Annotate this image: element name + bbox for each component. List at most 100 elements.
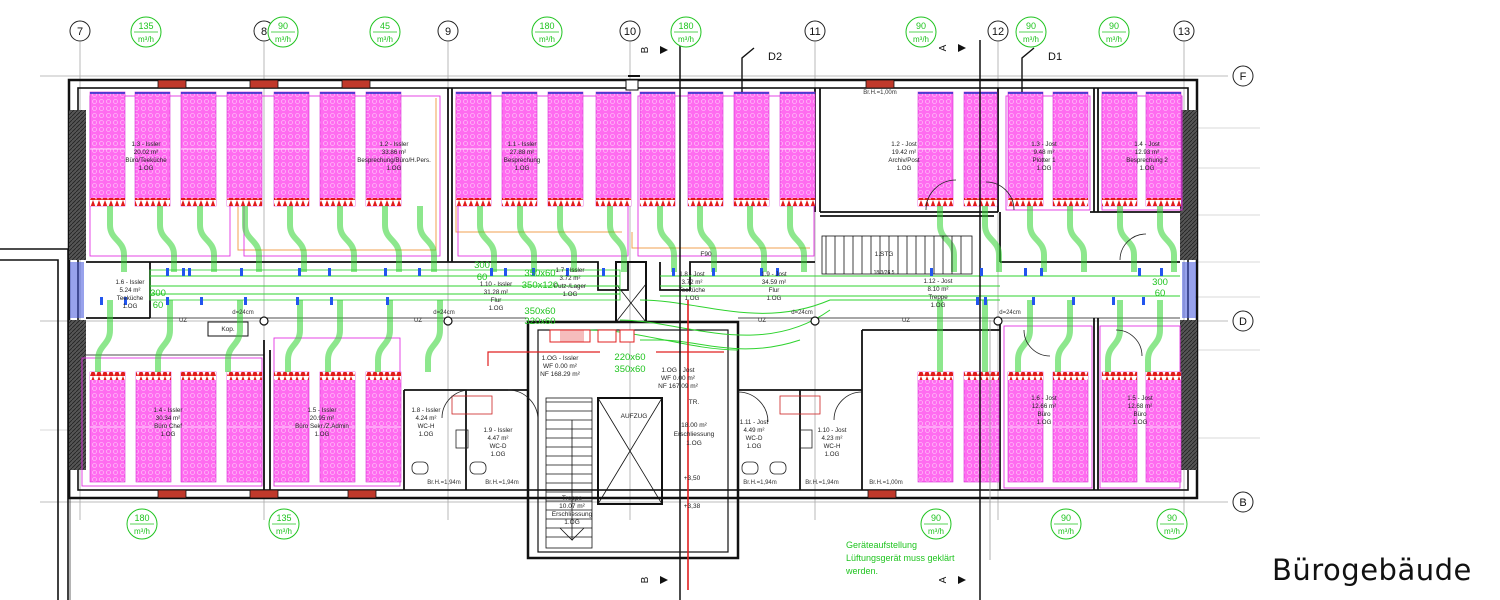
- section-arrow: [660, 46, 668, 54]
- room-stamp-line: 1.OG: [1037, 165, 1052, 172]
- duct-outlet: [930, 268, 933, 276]
- room-stamp-line: 1.9 - Jost: [761, 271, 787, 278]
- dimension-label: d=24cm: [791, 310, 813, 316]
- duct-branch-up: [287, 206, 307, 272]
- panel-manifold: [1146, 372, 1181, 380]
- sanitary-fixtures: [411, 179, 1147, 475]
- axis-bubble: [987, 20, 1009, 42]
- room-stamp-line: 34.59 m²: [762, 279, 786, 286]
- duct-outlet: [296, 297, 299, 305]
- panel-manifold: [366, 372, 401, 380]
- room-stamp-line: 1.OG: [685, 295, 700, 302]
- room-stamp-line: 9.48 m²: [1034, 149, 1055, 156]
- duct-branch-down: [95, 300, 113, 372]
- room-stamp-line: 1.OG: [1140, 165, 1155, 172]
- duct-size-label: 60: [153, 300, 164, 311]
- room-stamp-line: 4.24 m²: [416, 415, 437, 422]
- columns: [259, 316, 1003, 326]
- duct-branch-up: [517, 206, 537, 272]
- room-stamp-line: Treppe: [928, 294, 948, 301]
- duct-outlet: [1072, 297, 1075, 305]
- duct-branches: [95, 206, 1177, 372]
- room-stamp-line: Plotter 1: [1032, 157, 1056, 164]
- f90-label: F90: [700, 251, 712, 258]
- room-stamp-line: 1.7 - Issler: [556, 267, 585, 274]
- airflow-value: 90: [1109, 21, 1119, 31]
- panel-manifold: [274, 198, 309, 206]
- panel-manifold: [780, 198, 815, 206]
- duct-outlet: [504, 268, 507, 276]
- stair-top: [821, 235, 973, 275]
- section-arrow: [660, 576, 668, 584]
- axis-bubbles-right: FDB: [1232, 65, 1254, 513]
- dimension-label: d=24cm: [433, 310, 455, 316]
- stair-bottom-line: Treppe: [562, 495, 583, 502]
- panel-manifold: [502, 198, 537, 206]
- room-stamp-line: 1.1 - Issler: [508, 141, 537, 148]
- stair-top-label: 1.STG: [875, 251, 894, 258]
- duct-size-label: 300: [1152, 277, 1168, 288]
- panel-manifold: [964, 372, 999, 380]
- duct-branch-up: [107, 206, 127, 272]
- room-stamp-line: 31.28 m²: [484, 289, 508, 296]
- room-stamp-line: Büro Sekr./Z.Admin: [295, 423, 349, 430]
- axis-label: 12: [992, 26, 1004, 38]
- room-stamp-line: 1.OG: [489, 305, 504, 312]
- panel-manifold: [1146, 198, 1181, 206]
- room-stamp-line: 4.49 m²: [744, 427, 765, 434]
- duct-outlet: [240, 268, 243, 276]
- airflow-value: 90: [1167, 513, 1177, 523]
- section-letter: B: [640, 576, 651, 583]
- duct-outlet: [1032, 297, 1035, 305]
- panel-manifold: [1008, 372, 1043, 380]
- room-stamp-line: 1.3 - Jost: [1031, 141, 1057, 148]
- duct-branch-down: [155, 300, 173, 372]
- lift-room-line: Erschliessung: [674, 431, 715, 438]
- room-stamp-line: 1.OG: [1037, 419, 1052, 426]
- note-line-2: Lüftungsgerät muss geklärt: [846, 553, 955, 563]
- core-jost-line: 1.OG - Jost: [661, 367, 694, 374]
- airflow-value: 90: [1026, 21, 1036, 31]
- core-jost-line: WF 0.00 m²: [661, 375, 696, 382]
- duct-outlet: [166, 297, 169, 305]
- airflow-unit: m³/h: [276, 527, 292, 536]
- duct-outlet: [984, 297, 987, 305]
- duct-outlets: [100, 268, 1163, 305]
- room-stamp-line: 27.88 m²: [510, 149, 534, 156]
- room-stamp-line: 1.8 - Jost: [679, 271, 705, 278]
- stair-bottom-line: 10.07 m²: [559, 503, 585, 510]
- room-stamp-line: 1.OG: [419, 431, 434, 438]
- duct-branch-down: [1105, 300, 1123, 372]
- duct-size-label: 350x120: [522, 280, 558, 291]
- panel-manifold: [1008, 198, 1043, 206]
- axis-bubble: [1232, 65, 1254, 87]
- room-stamp-line: Archiv/Post: [888, 157, 920, 164]
- room-stamp-line: Besprechung/Büro/H.Pers.: [357, 157, 431, 164]
- duct-branch-down: [1145, 300, 1163, 372]
- room-stamp-line: 1.2 - Issler: [380, 141, 409, 148]
- panel-manifold: [1102, 198, 1137, 206]
- airflow-unit: m³/h: [138, 35, 154, 44]
- duct-outlet: [566, 268, 569, 276]
- building-envelope: [67, 75, 1199, 500]
- panel-manifold: [918, 372, 953, 380]
- room-stamp-line: 1.OG: [897, 165, 912, 172]
- duct-branch-down: [425, 300, 443, 372]
- dimension-label: Br.H.=1,94m: [805, 480, 839, 486]
- room-stamp-line: Büro/Teeküche: [125, 157, 167, 164]
- duct-outlet: [760, 268, 763, 276]
- dimension-label: Br.H.=1,00m: [869, 480, 903, 486]
- room-stamp-line: 1.4 - Jost: [1134, 141, 1160, 148]
- axis-label: 13: [1178, 26, 1190, 38]
- room-stamp-line: 1.OG: [123, 303, 138, 310]
- room-stamp-line: 1.9 - Issler: [484, 427, 513, 434]
- panel-manifold: [135, 198, 170, 206]
- dimension-label: d=24cm: [232, 310, 254, 316]
- room-stamp-line: Flur: [769, 287, 780, 294]
- airflow-value: 90: [931, 513, 941, 523]
- room-stamp-line: 1.11 - Jost: [740, 419, 769, 426]
- room-stamp-line: WC-D: [746, 435, 763, 442]
